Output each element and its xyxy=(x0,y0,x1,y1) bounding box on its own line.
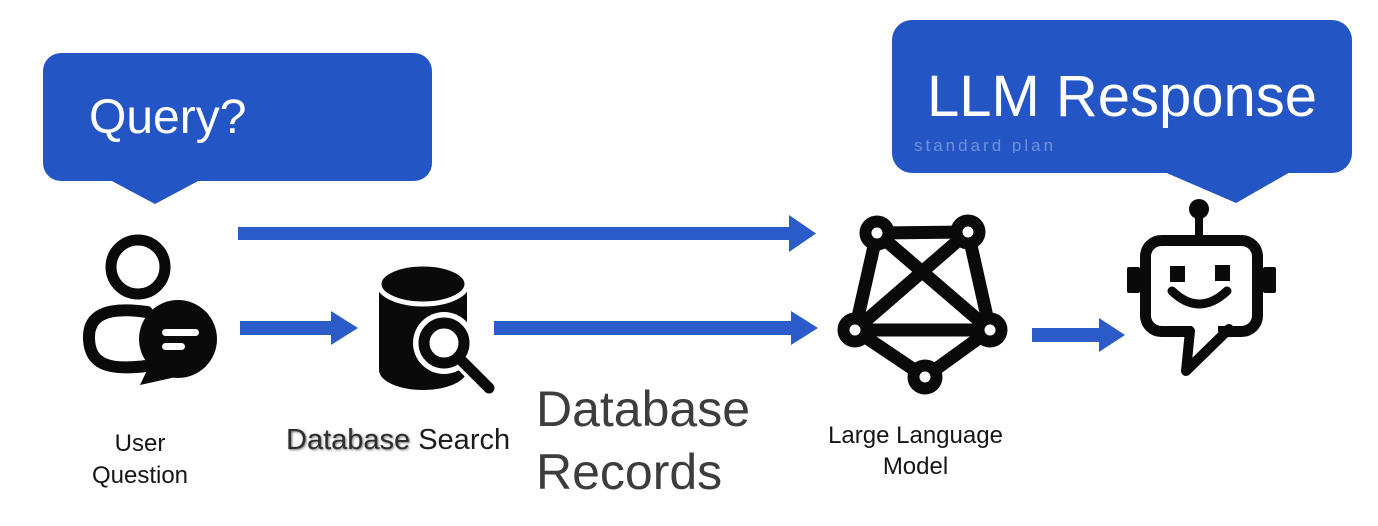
llm-label-line1: Large Language xyxy=(828,422,1003,449)
database-search-label: Database Search xyxy=(286,424,566,457)
query-text: Query? xyxy=(89,90,247,144)
user-label-line1: User xyxy=(114,430,166,457)
query-speech-bubble: Query? xyxy=(43,53,432,181)
database-records-label: Database Records xyxy=(536,378,796,504)
user-chat-icon xyxy=(83,234,217,385)
llm-label-line2: Model xyxy=(882,453,949,480)
database-search-icon xyxy=(376,261,502,401)
database-to-llm-arrow xyxy=(494,311,818,345)
records-line1: Database xyxy=(536,381,751,437)
records-line2: Records xyxy=(536,444,723,500)
llm-response-speech-bubble: LLM Response xyxy=(892,20,1352,173)
user-label-line2: Question xyxy=(91,462,189,489)
robot-chat-icon xyxy=(1127,199,1276,376)
query-to-llm-arrow xyxy=(238,215,816,252)
llm-response-faint-text: standard plan xyxy=(914,138,1057,153)
llm-response-text: LLM Response xyxy=(926,64,1318,129)
llm-to-robot-arrow xyxy=(1032,318,1125,352)
search-word: Search xyxy=(410,424,511,456)
user-to-database-arrow xyxy=(240,311,358,345)
database-word: Database xyxy=(286,424,411,456)
neural-network-icon xyxy=(837,214,1008,395)
user-question-label: User Question xyxy=(75,428,205,492)
large-language-model-label: Large Language Model xyxy=(818,420,1013,482)
